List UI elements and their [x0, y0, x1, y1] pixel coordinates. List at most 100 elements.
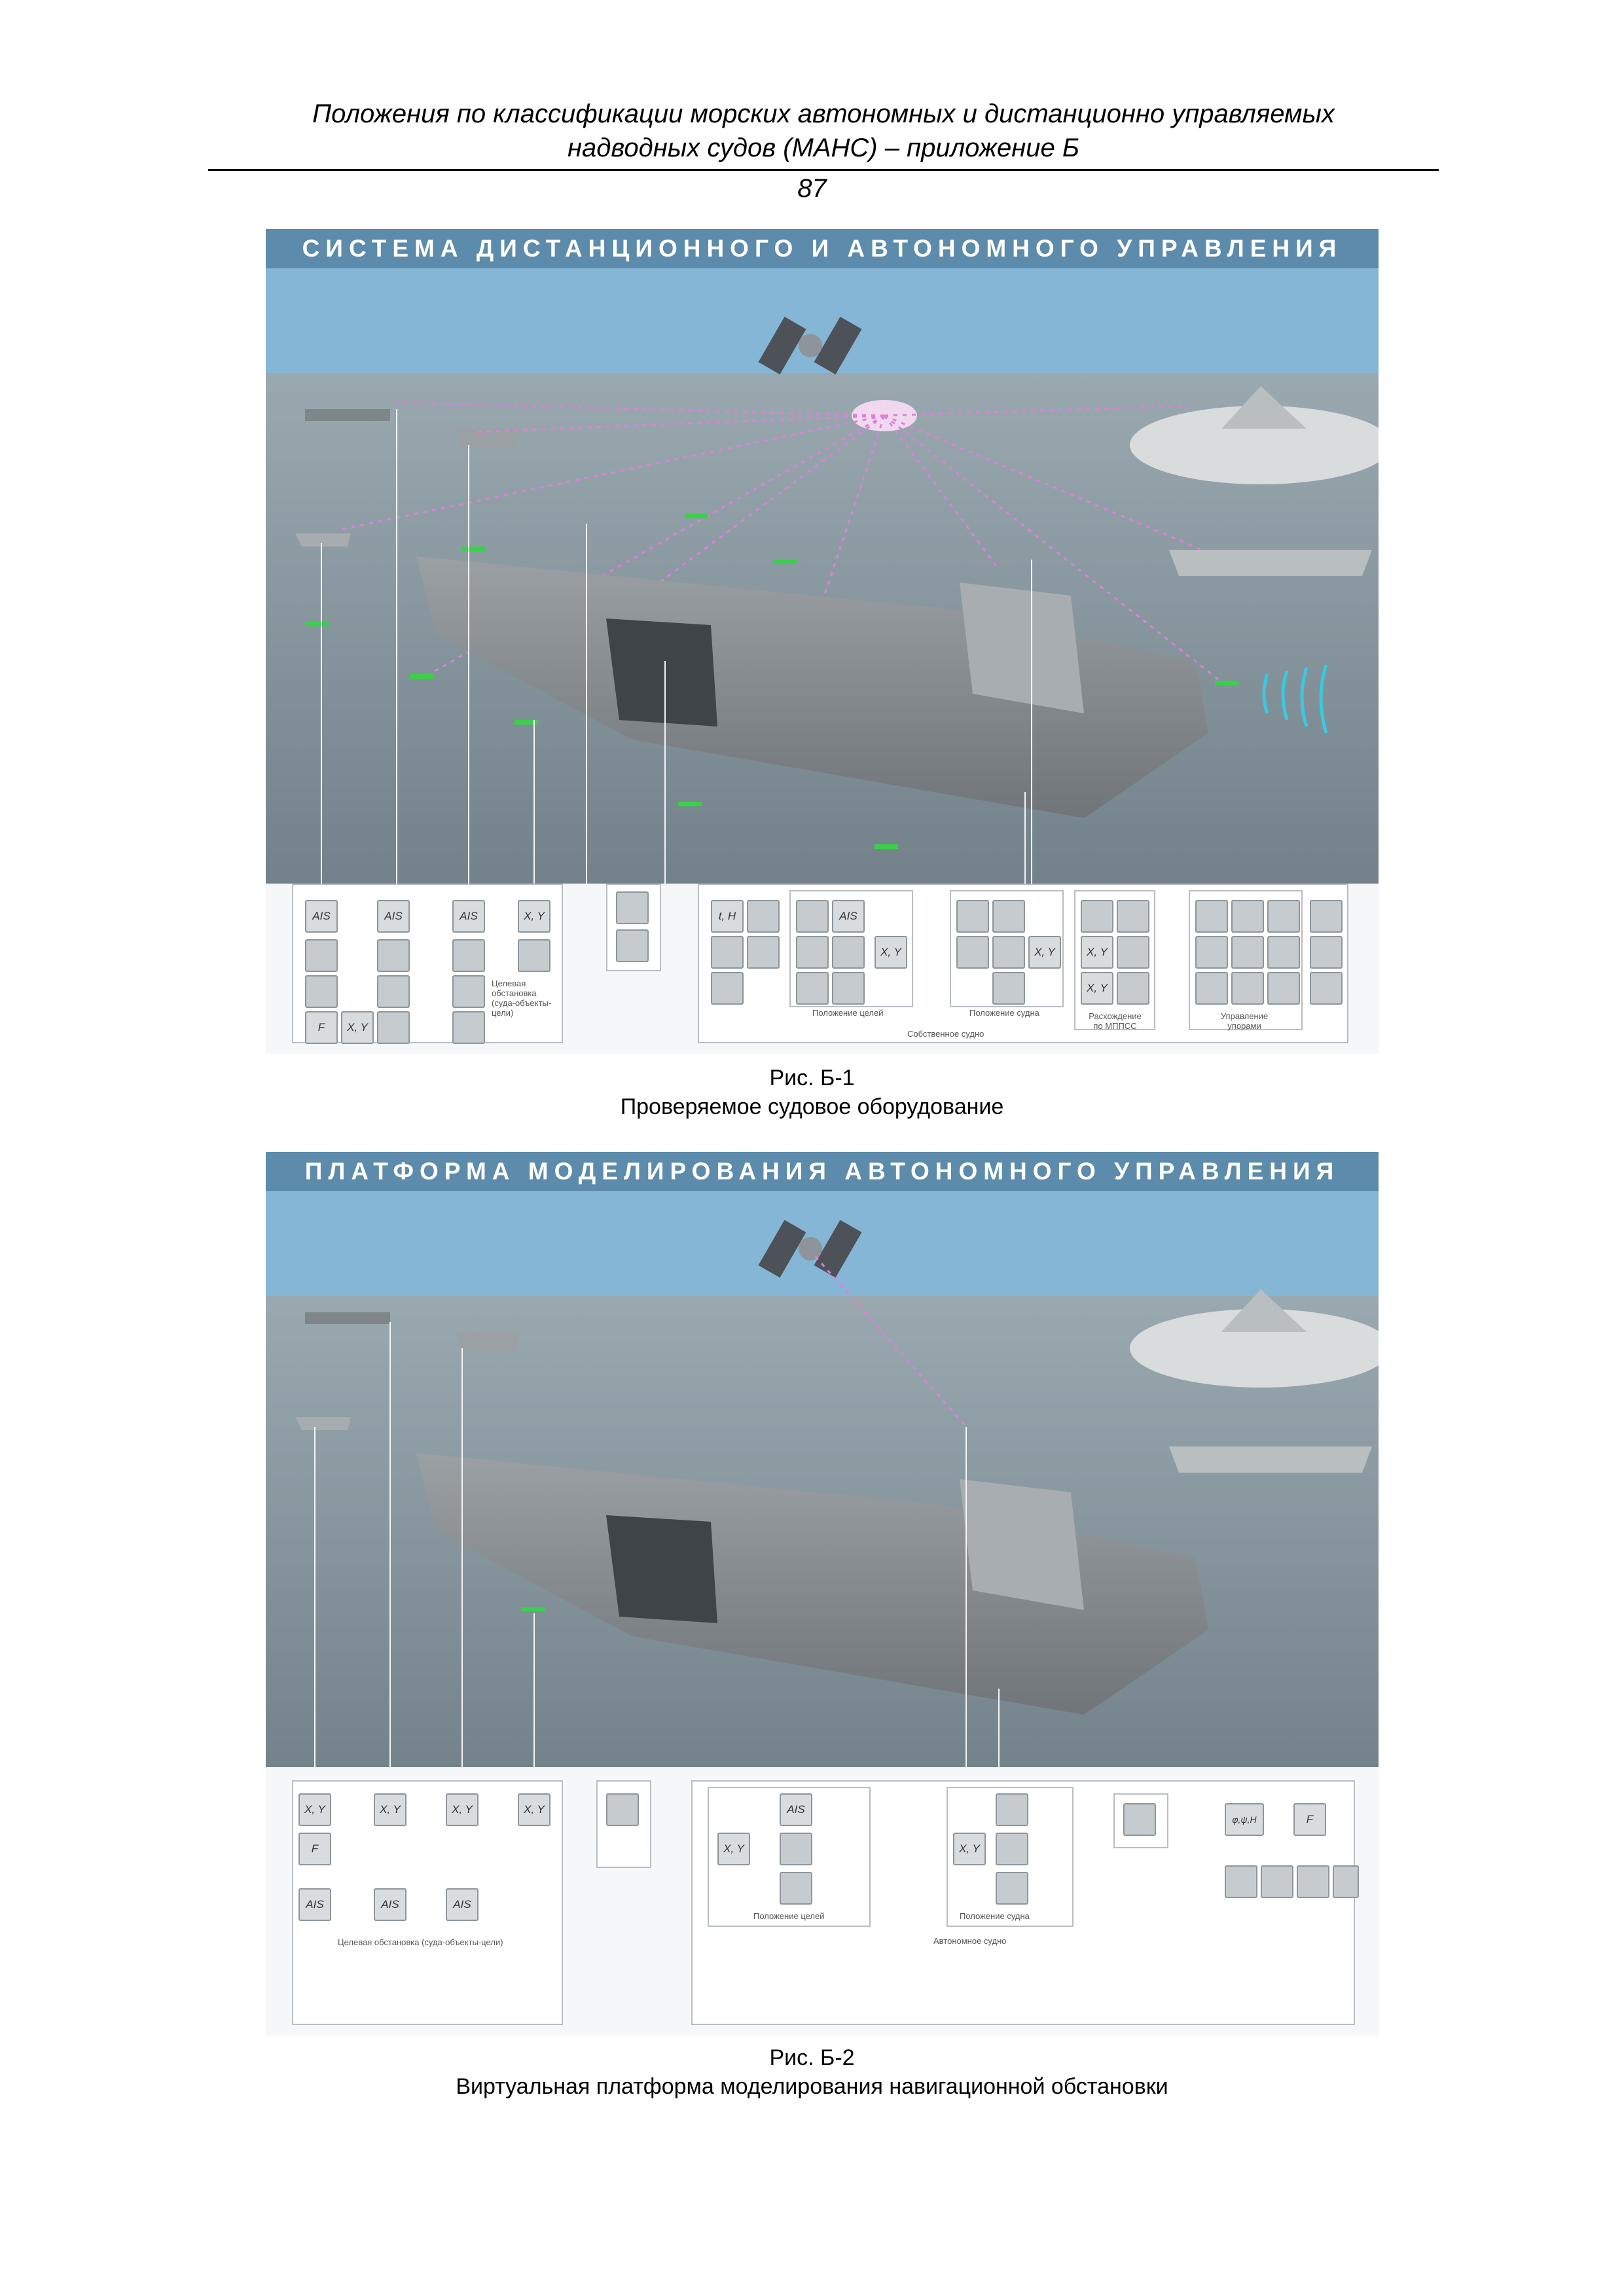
radar-icon	[996, 1872, 1028, 1905]
force-icon: F	[305, 1011, 338, 1044]
figure-1-banner: СИСТЕМА ДИСТАНЦИОННОГО И АВТОНОМНОГО УПР…	[266, 229, 1379, 301]
running-header-line-1: Положения по классификации морских автон…	[312, 99, 1335, 128]
fire-icon	[1231, 972, 1264, 1005]
echo-icon	[832, 936, 865, 969]
xy-icon: X, Y	[298, 1793, 331, 1826]
figure-1-scene-illustration	[266, 268, 1379, 962]
running-header-line-2: надводных судов (МАНС) – приложение Б	[568, 134, 1079, 162]
sensor-icon	[1117, 972, 1149, 1005]
echo-icon	[996, 1833, 1028, 1865]
distant-tanker	[305, 409, 390, 421]
rudder-icon	[1310, 900, 1343, 933]
echo-icon	[780, 1833, 812, 1865]
time-depth-icon: t, H	[711, 900, 744, 933]
chart-icon	[305, 939, 338, 972]
communication-link	[814, 1256, 967, 1427]
figure-1-caption: Рис. Б-1 Проверяемое судовое оборудовани…	[0, 1064, 1624, 1121]
satellite-icon	[992, 900, 1025, 933]
satellite-icon	[758, 316, 862, 375]
ais-icon: AIS	[780, 1793, 812, 1826]
envelope-icon	[1123, 1803, 1156, 1836]
xy-icon: X, Y	[518, 1793, 550, 1826]
figure-2-scene-illustration	[266, 1191, 1379, 1856]
figure-1-caption-text: Проверяемое судовое оборудование	[620, 1094, 1004, 1119]
sonar-waves	[1262, 664, 1328, 734]
radar-icon	[780, 1872, 812, 1905]
island	[1130, 406, 1379, 484]
xy-icon: X, Y	[953, 1833, 986, 1865]
ais-icon: AIS	[374, 1888, 406, 1921]
chart-icon	[796, 900, 829, 933]
chart-icon	[452, 939, 485, 972]
figure-2-caption: Рис. Б-2 Виртуальная платформа моделиров…	[0, 2043, 1624, 2101]
microphone-icon	[796, 972, 829, 1005]
ship-position-label: Положение судна	[969, 1008, 1039, 1018]
propeller-icon	[1310, 936, 1343, 969]
weather-icon	[747, 900, 780, 933]
target-positions-label: Положение целей	[753, 1911, 825, 1921]
attitude-icon: φ,ψ,H	[1225, 1803, 1264, 1836]
force-icon: F	[298, 1833, 331, 1865]
page-number: 87	[797, 174, 827, 203]
figure-2-equipment-panel: X, Y X, Y X, Y X, Y F AIS AIS AIS Целева…	[266, 1767, 1379, 2036]
envelope-icon	[1081, 900, 1113, 933]
running-header: Положения по классификации морских автон…	[208, 97, 1439, 165]
echo-icon	[992, 936, 1025, 969]
globe-icon	[616, 929, 649, 962]
ship-position-label: Положение судна	[960, 1911, 1030, 1921]
radar-icon	[377, 975, 410, 1008]
camera-icon	[796, 936, 829, 969]
figure-1-caption-label: Рис. Б-1	[769, 1066, 855, 1090]
tools-icon	[1231, 900, 1264, 933]
target-markers	[305, 514, 1238, 849]
resort-building	[1221, 1289, 1307, 1332]
anchor-icon	[1261, 1865, 1293, 1898]
radar-icon	[992, 972, 1025, 1005]
cargo-ship	[456, 1332, 521, 1352]
superstructure	[960, 1479, 1084, 1610]
chart-icon	[956, 936, 989, 969]
distant-tanker	[305, 1312, 390, 1324]
island	[1130, 1309, 1379, 1388]
xy-icon: X, Y	[875, 936, 907, 969]
colreg-label: Расхождение по МППСС	[1089, 1011, 1142, 1031]
tug-boat	[295, 1417, 351, 1430]
cargo-ship	[456, 429, 521, 448]
weather-icon	[616, 891, 649, 924]
resort-building	[1221, 386, 1307, 429]
weather-icon	[606, 1793, 639, 1826]
radar-icon	[1117, 936, 1149, 969]
anchor-icon	[1310, 972, 1343, 1005]
ais-icon: AIS	[305, 900, 338, 933]
figure-2-caption-label: Рис. Б-2	[769, 2045, 855, 2070]
video-icon	[518, 939, 550, 972]
radar-icon	[305, 975, 338, 1008]
rudder-icon	[1117, 900, 1149, 933]
envelope-icon	[711, 936, 744, 969]
xy-icon: X, Y	[374, 1793, 406, 1826]
engine-icon	[1267, 900, 1300, 933]
chart-icon	[377, 939, 410, 972]
xy-icon: X, Y	[1081, 936, 1113, 969]
ais-icon: AIS	[446, 1888, 478, 1921]
tug-boat	[295, 533, 351, 547]
header-divider	[208, 169, 1439, 171]
cargo-icon	[1195, 972, 1228, 1005]
sonar-icon	[377, 1011, 410, 1044]
sonar-icon	[452, 1011, 485, 1044]
open-stern-dock	[606, 619, 717, 726]
radar-icon	[452, 975, 485, 1008]
bridge-icon	[1195, 900, 1228, 933]
figure-1-equipment-panel: AIS AIS AIS X, Y F X, Y Целевая обстанов…	[266, 884, 1379, 1054]
target-positions-label: Положение целей	[812, 1008, 884, 1018]
superstructure	[960, 583, 1084, 713]
figure-2: ПЛАТФОРМА МОДЕЛИРОВАНИЯ АВТОНОМНОГО УПРА…	[266, 1152, 1379, 2036]
tank-icon	[1195, 936, 1228, 969]
figure-1: СИСТЕМА ДИСТАНЦИОННОГО И АВТОНОМНОГО УПР…	[266, 229, 1379, 1054]
target-marker	[521, 1607, 545, 1611]
gyro-icon	[956, 900, 989, 933]
xy-icon: X, Y	[1028, 936, 1061, 969]
wind-icon	[747, 936, 780, 969]
xy-icon: X, Y	[446, 1793, 478, 1826]
ais-icon: AIS	[452, 900, 485, 933]
